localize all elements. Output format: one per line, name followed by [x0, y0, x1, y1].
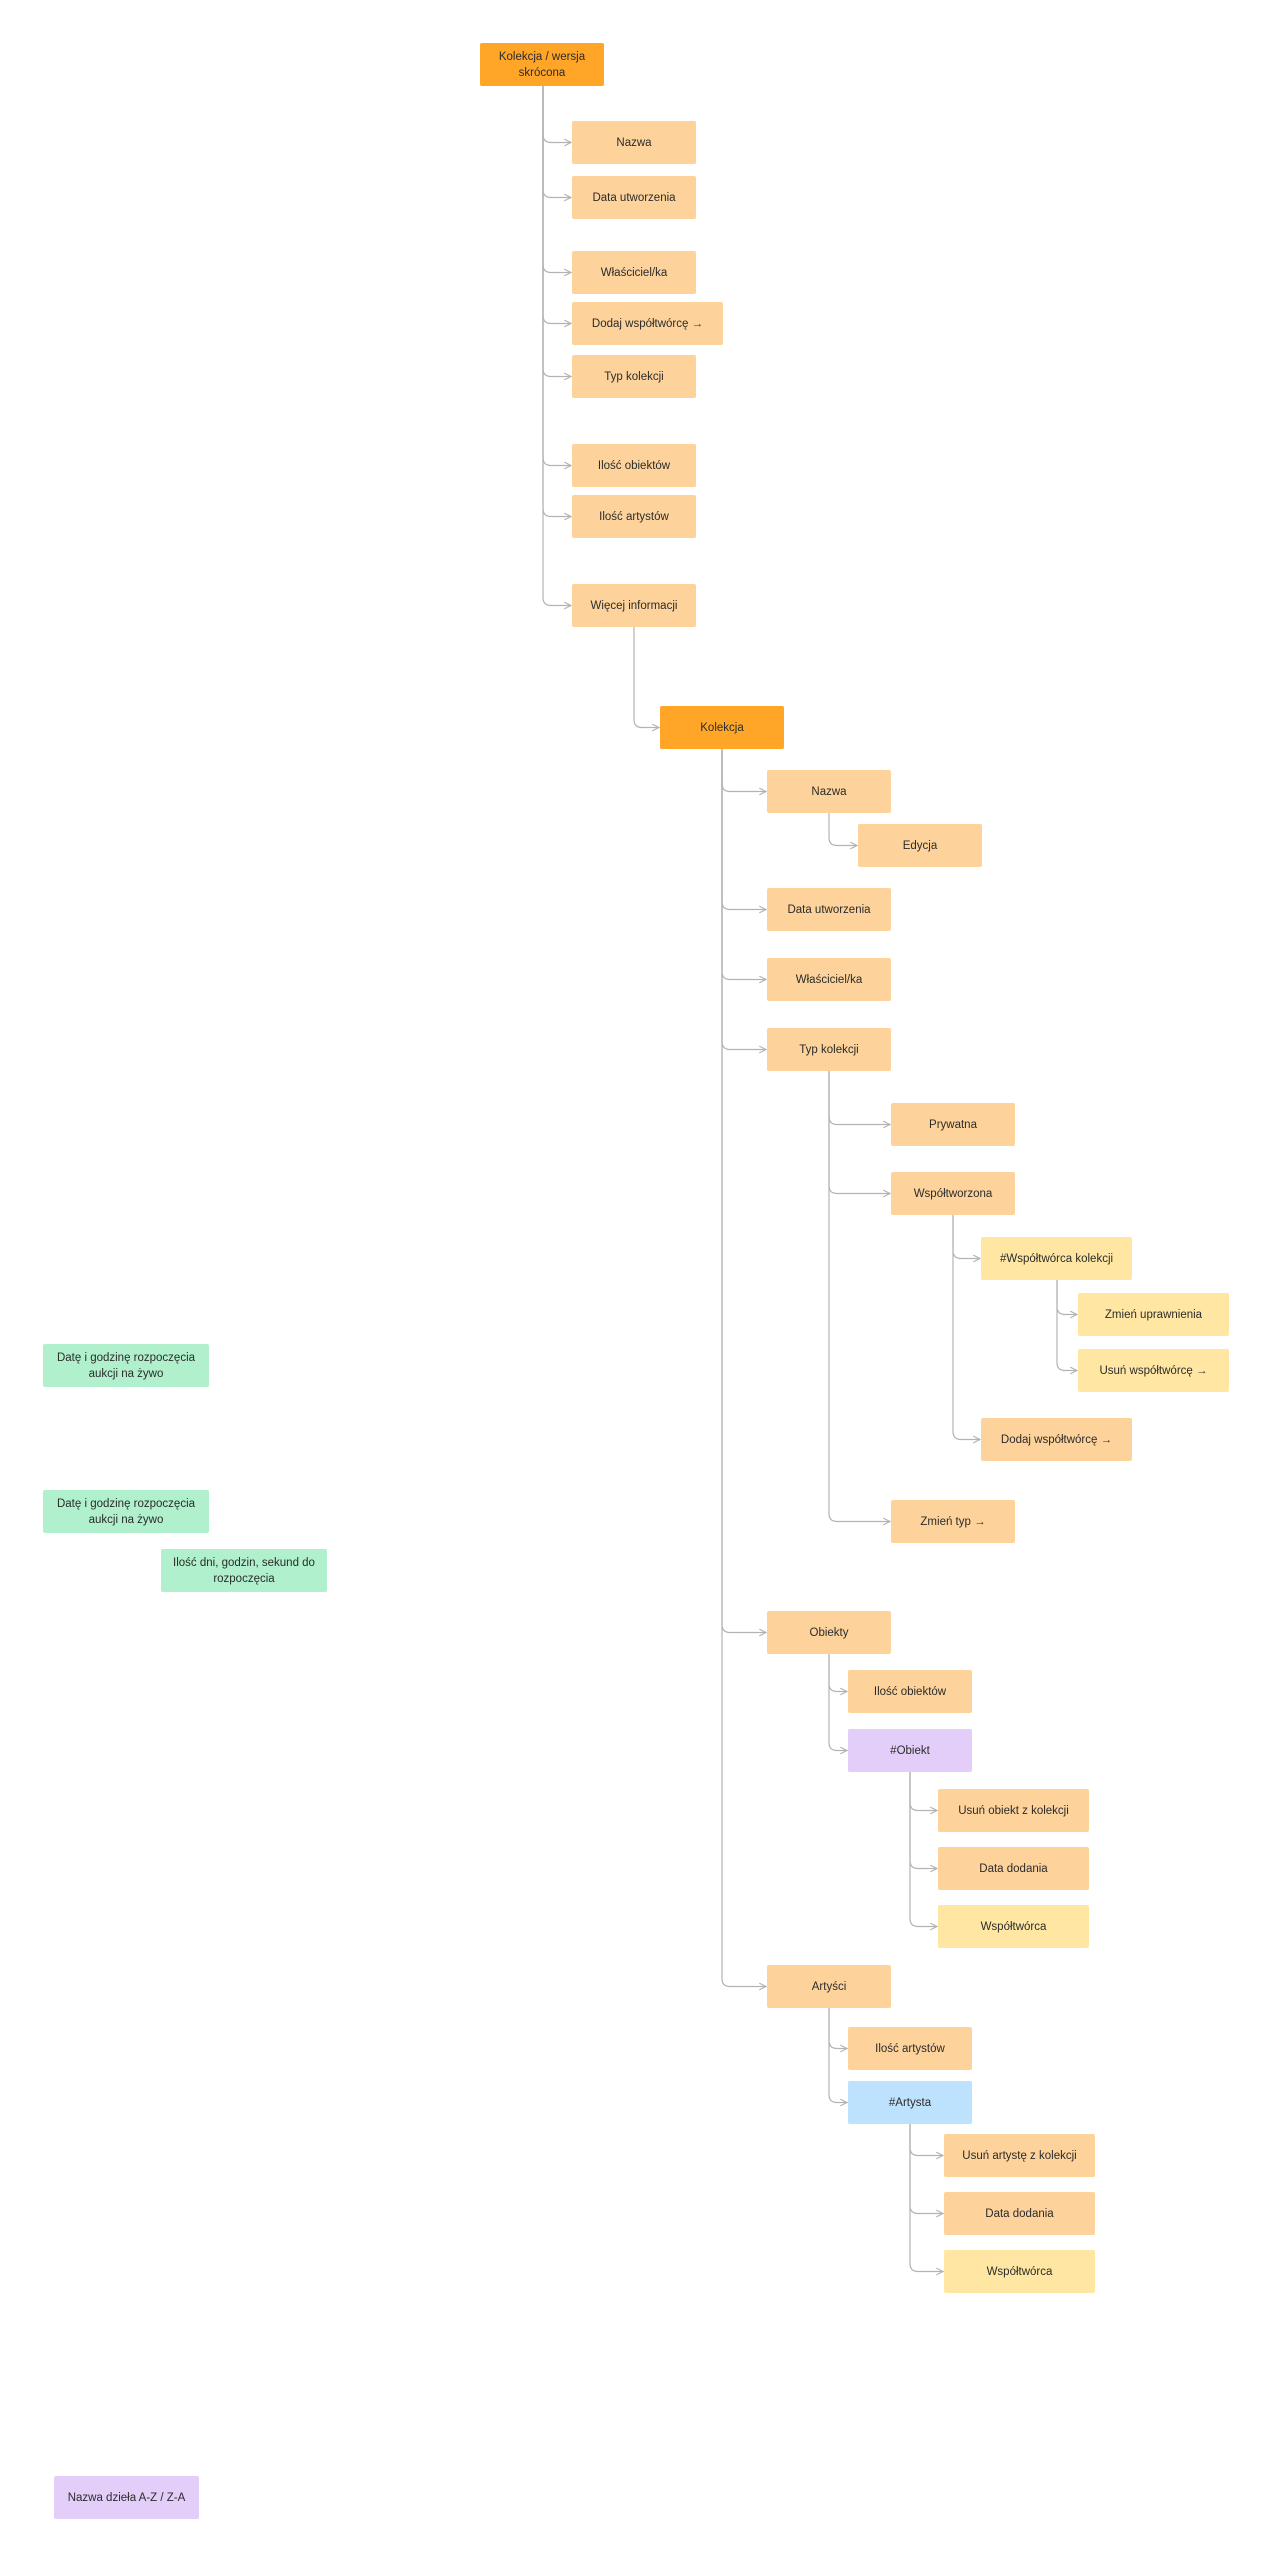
node-k-wspoltworzona[interactable]: Współtworzona	[891, 1172, 1015, 1215]
connector-k_artysta-k_art_wsp	[909, 2124, 943, 2272]
node-summary[interactable]: Kolekcja / wersja skrócona	[480, 43, 604, 86]
node-s-wlasc[interactable]: Właściciel/ka	[572, 251, 696, 294]
node-g-data2[interactable]: Datę i godzinę rozpoczęcia aukcji na żyw…	[43, 1490, 209, 1533]
node-g-data1[interactable]: Datę i godzinę rozpoczęcia aukcji na żyw…	[43, 1344, 209, 1387]
connector-k_wspoltworzona-k_wspoltworca_kol	[952, 1215, 980, 1259]
node-k-usun-obj[interactable]: Usuń obiekt z kolekcji	[938, 1789, 1089, 1832]
connector-s_wiecej-kolekcja	[633, 627, 659, 728]
connector-summary-s_wiecej	[542, 86, 571, 606]
node-k-obiekt[interactable]: #Obiekt	[848, 1729, 972, 1772]
node-k-obj-wsp[interactable]: Współtwórca	[938, 1905, 1089, 1948]
node-k-ilosc-art[interactable]: Ilość artystów	[848, 2027, 972, 2070]
connector-k_nazwa-k_edycja	[828, 813, 857, 846]
node-k-prywatna[interactable]: Prywatna	[891, 1103, 1015, 1146]
connector-k_obiekt-k_obj_data	[909, 1772, 937, 1869]
connector-summary-s_wlasc	[542, 86, 571, 273]
connector-kolekcja-k_nazwa	[721, 749, 766, 792]
connector-kolekcja-k_wlasc	[721, 749, 766, 980]
node-k-zmien-typ[interactable]: Zmień typ →	[891, 1500, 1015, 1543]
connector-k_wspoltworca_kol-k_usun_wsp	[1056, 1280, 1077, 1371]
node-g-ilosc-dni[interactable]: Ilość dni, godzin, sekund do rozpoczęcia	[161, 1549, 327, 1592]
connector-k_obiekty-k_obiekt	[828, 1654, 847, 1751]
node-k-typ[interactable]: Typ kolekcji	[767, 1028, 891, 1071]
node-k-ilosc-obj[interactable]: Ilość obiektów	[848, 1670, 972, 1713]
node-s-typ[interactable]: Typ kolekcji	[572, 355, 696, 398]
node-k-usun-art[interactable]: Usuń artystę z kolekcji	[944, 2134, 1095, 2177]
node-s-dodaj[interactable]: Dodaj współtwórcę →	[572, 302, 723, 345]
node-k-artysta[interactable]: #Artysta	[848, 2081, 972, 2124]
connector-k_wspoltworzona-k_dodaj_wsp	[952, 1215, 980, 1440]
connector-k_artysci-k_artysta	[828, 2008, 847, 2103]
node-k-wspoltworca-kol[interactable]: #Współtwórca kolekcji	[981, 1237, 1132, 1280]
node-k-zmien-upr[interactable]: Zmień uprawnienia	[1078, 1293, 1229, 1336]
connector-summary-s_typ	[542, 86, 571, 377]
connector-summary-s_ilosc_obj	[542, 86, 571, 466]
connector-summary-s_dodaj	[542, 86, 571, 324]
connector-k_obiekt-k_obj_wsp	[909, 1772, 937, 1927]
node-k-art-wsp[interactable]: Współtwórca	[944, 2250, 1095, 2293]
node-kolekcja[interactable]: Kolekcja	[660, 706, 784, 749]
node-s-nazwa[interactable]: Nazwa	[572, 121, 696, 164]
connector-summary-s_nazwa	[542, 86, 571, 143]
connector-kolekcja-k_typ	[721, 749, 766, 1050]
node-s-ilosc-art[interactable]: Ilość artystów	[572, 495, 696, 538]
node-k-artysci[interactable]: Artyści	[767, 1965, 891, 2008]
connector-k_obiekt-k_usun_obj	[909, 1772, 937, 1811]
connector-k_artysta-k_usun_art	[909, 2124, 943, 2156]
node-s-ilosc-obj[interactable]: Ilość obiektów	[572, 444, 696, 487]
node-k-wlasc[interactable]: Właściciel/ka	[767, 958, 891, 1001]
node-k-obiekty[interactable]: Obiekty	[767, 1611, 891, 1654]
connector-k_obiekty-k_ilosc_obj	[828, 1654, 847, 1692]
node-k-dodaj-wsp[interactable]: Dodaj współtwórcę →	[981, 1418, 1132, 1461]
node-p-nazwa-dziela[interactable]: Nazwa dzieła A-Z / Z-A	[54, 2476, 199, 2519]
node-k-data[interactable]: Data utworzenia	[767, 888, 891, 931]
node-k-obj-data[interactable]: Data dodania	[938, 1847, 1089, 1890]
node-s-data[interactable]: Data utworzenia	[572, 176, 696, 219]
connector-k_typ-k_prywatna	[828, 1071, 890, 1125]
node-k-edycja[interactable]: Edycja	[858, 824, 982, 867]
connector-k_artysci-k_ilosc_art	[828, 2008, 847, 2049]
connector-summary-s_ilosc_art	[542, 86, 571, 517]
node-k-usun-wsp[interactable]: Usuń współtwórcę →	[1078, 1349, 1229, 1392]
connector-kolekcja-k_data	[721, 749, 766, 910]
connector-kolekcja-k_obiekty	[721, 749, 766, 1633]
connector-k_wspoltworca_kol-k_zmien_upr	[1056, 1280, 1077, 1315]
connector-k_typ-k_wspoltworzona	[828, 1071, 890, 1194]
node-s-wiecej[interactable]: Więcej informacji	[572, 584, 696, 627]
node-k-nazwa[interactable]: Nazwa	[767, 770, 891, 813]
connector-kolekcja-k_artysci	[721, 749, 766, 1987]
connector-k_artysta-k_art_data	[909, 2124, 943, 2214]
connector-k_typ-k_zmien_typ	[828, 1071, 890, 1522]
node-k-art-data[interactable]: Data dodania	[944, 2192, 1095, 2235]
connector-summary-s_data	[542, 86, 571, 198]
